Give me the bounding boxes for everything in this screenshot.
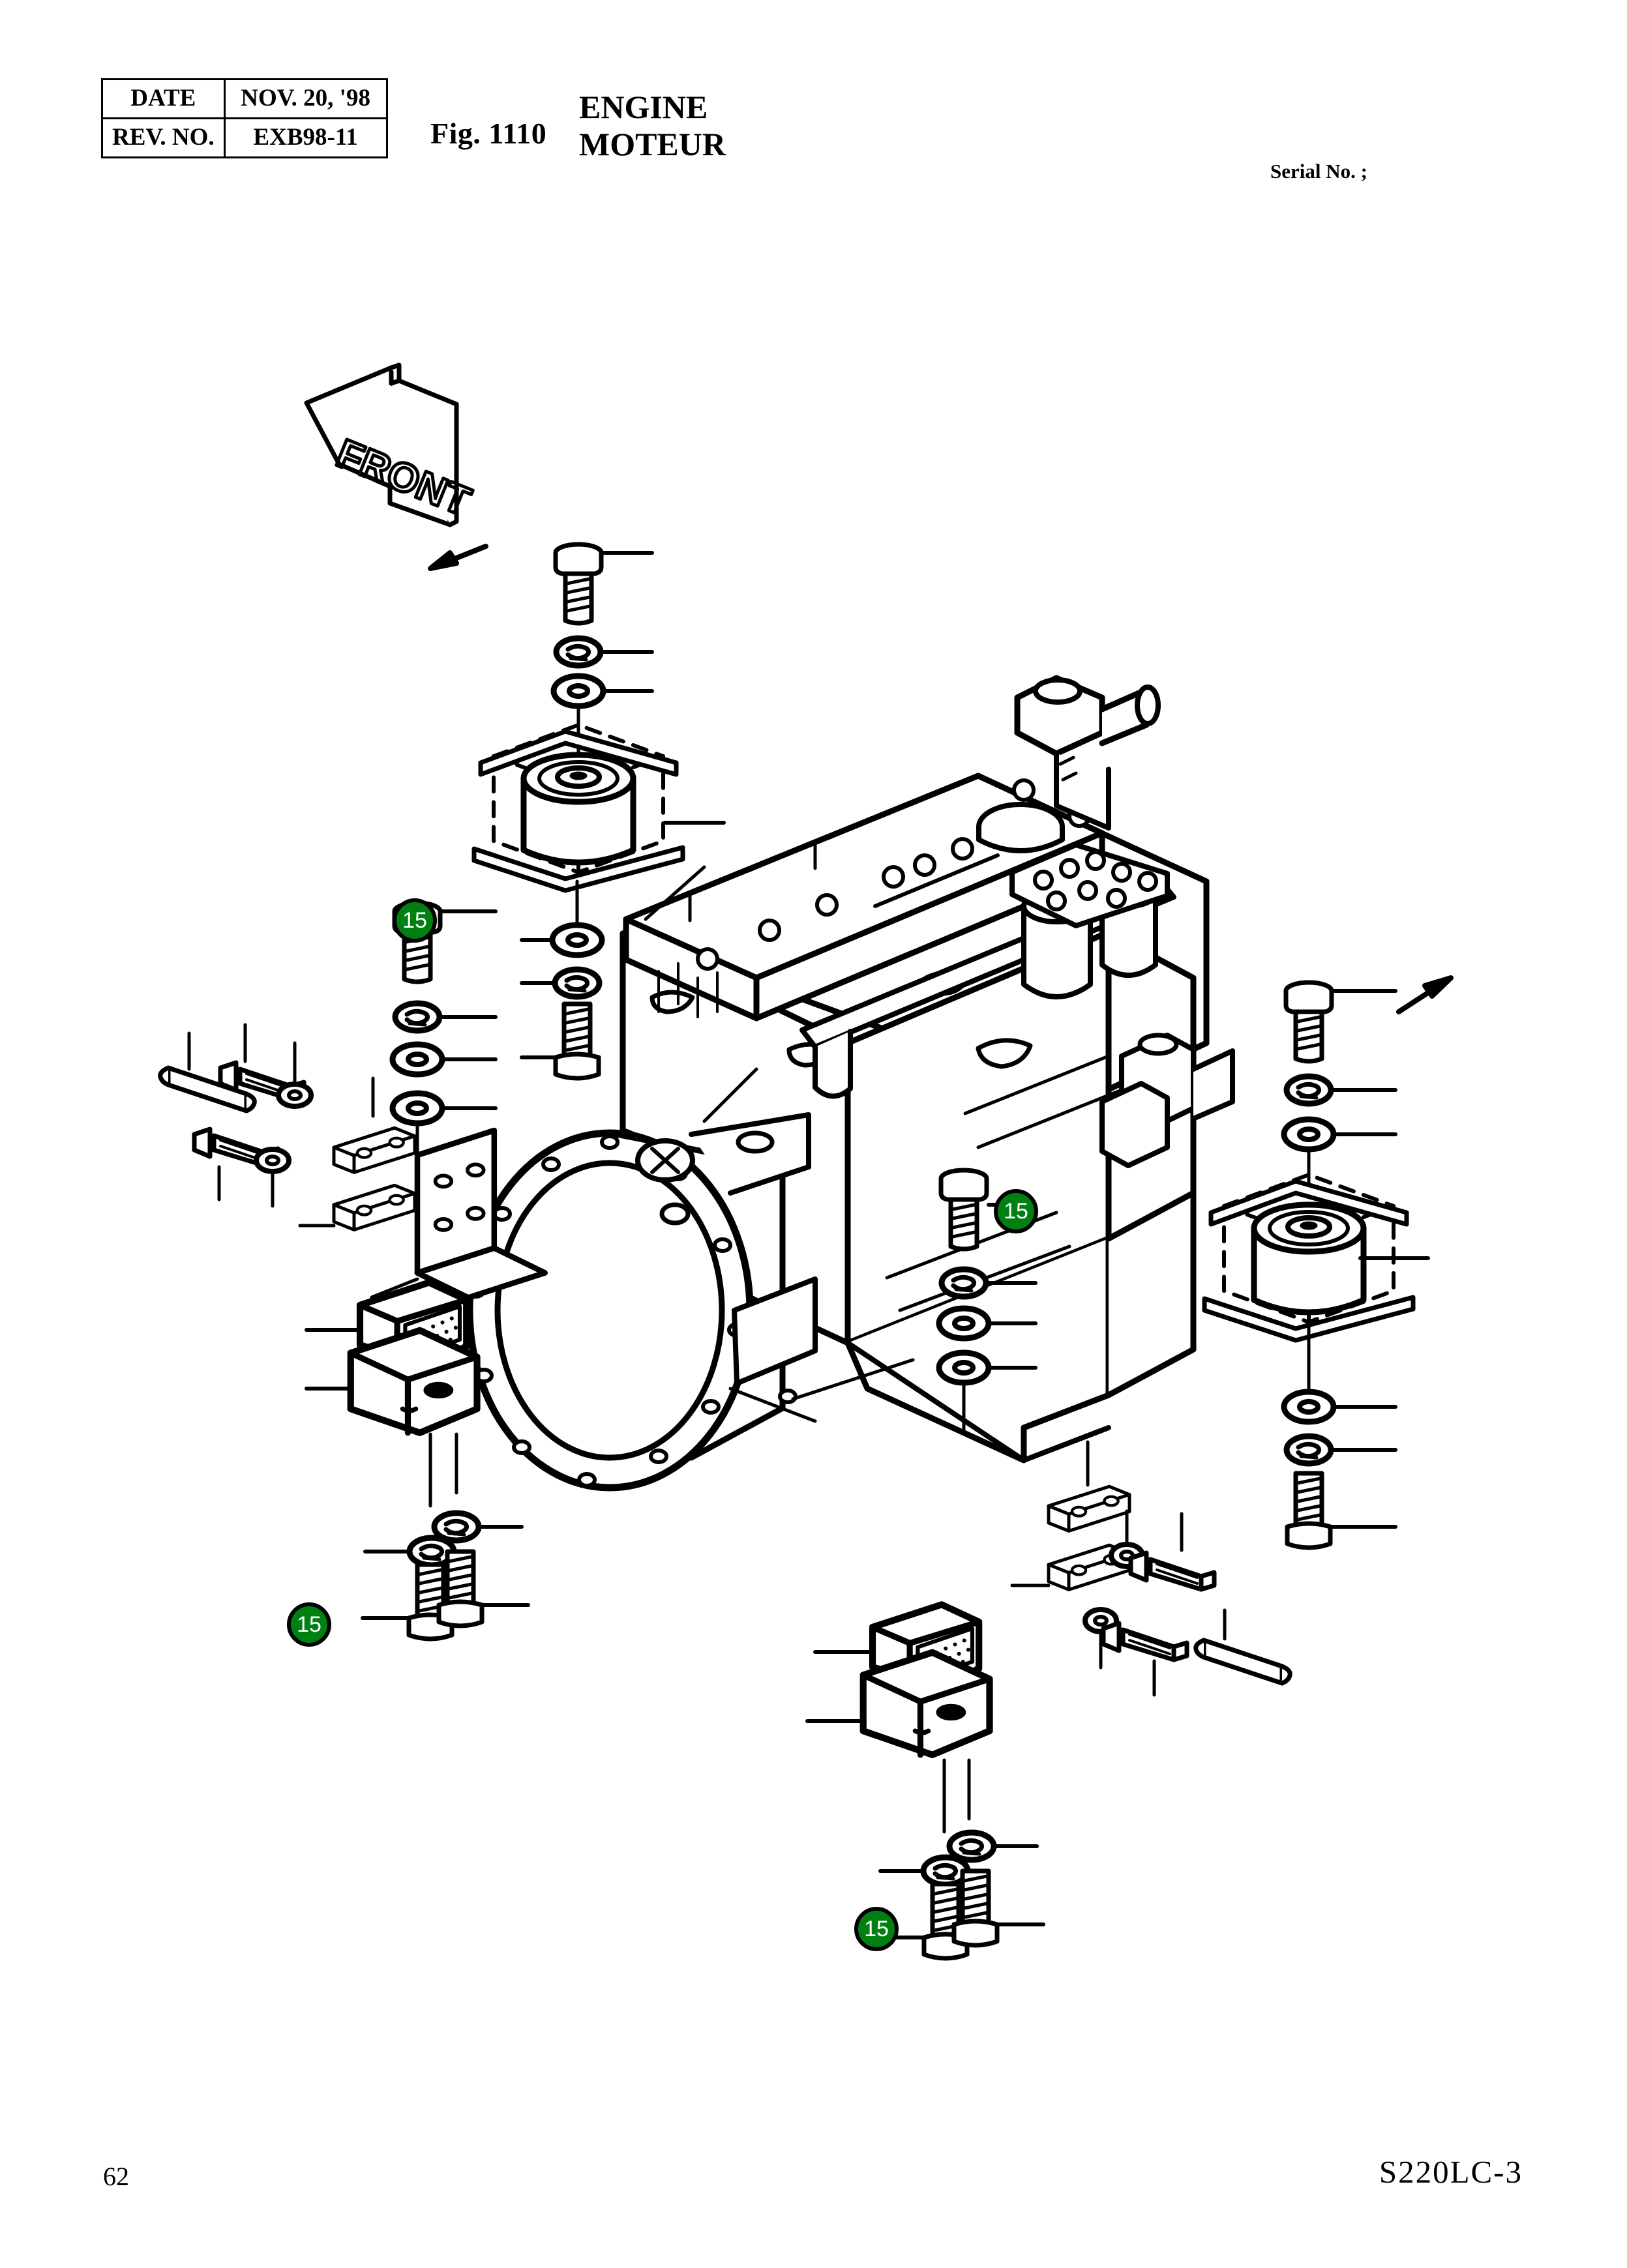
table-row: DATE NOV. 20, '98 <box>101 78 388 119</box>
mount-assembly-rear-right <box>1204 982 1430 1548</box>
serial-number-label: Serial No. ; <box>1270 160 1367 183</box>
oil-filter-assembly <box>1009 842 1170 999</box>
fastener-group-lower-left <box>361 1513 530 1639</box>
figure-number: Fig. 1110 <box>430 117 547 150</box>
mount-assembly-front-left <box>474 544 726 891</box>
callout-marker-15[interactable]: 15 <box>287 1602 331 1647</box>
title-english: ENGINE <box>579 89 708 125</box>
engine-mount-rear <box>805 1604 990 1834</box>
fastener-group-lower-rear <box>877 1833 1045 1958</box>
fastener-column-left-inner <box>520 879 602 1078</box>
water-outlet-housing <box>1014 675 1161 831</box>
date-label: DATE <box>101 78 226 119</box>
callout-marker-15[interactable]: 15 <box>994 1189 1038 1233</box>
revision-table: DATE NOV. 20, '98 REV. NO. EXB98-11 <box>101 78 388 158</box>
right-shim-and-pin-group <box>1010 1440 1290 1697</box>
engine-mount-left <box>305 1282 477 1508</box>
title-french: MOTEUR <box>579 125 726 162</box>
page-title: ENGINE MOTEUR <box>579 89 726 162</box>
accessory-housing <box>976 1033 1235 1168</box>
model-designation: S220LC-3 <box>1379 2154 1523 2190</box>
date-value: NOV. 20, '98 <box>223 78 388 119</box>
callout-marker-15[interactable]: 15 <box>393 898 437 943</box>
revision-value: EXB98-11 <box>223 117 388 158</box>
revision-label: REV. NO. <box>101 117 226 158</box>
page-number: 62 <box>103 2162 129 2191</box>
block-side-pad <box>635 1138 695 1183</box>
callout-marker-15[interactable]: 15 <box>854 1907 899 1951</box>
table-row: REV. NO. EXB98-11 <box>101 117 388 158</box>
front-direction-arrow: FRONT <box>304 362 478 527</box>
left-shim-and-pin-group <box>160 1023 545 1298</box>
